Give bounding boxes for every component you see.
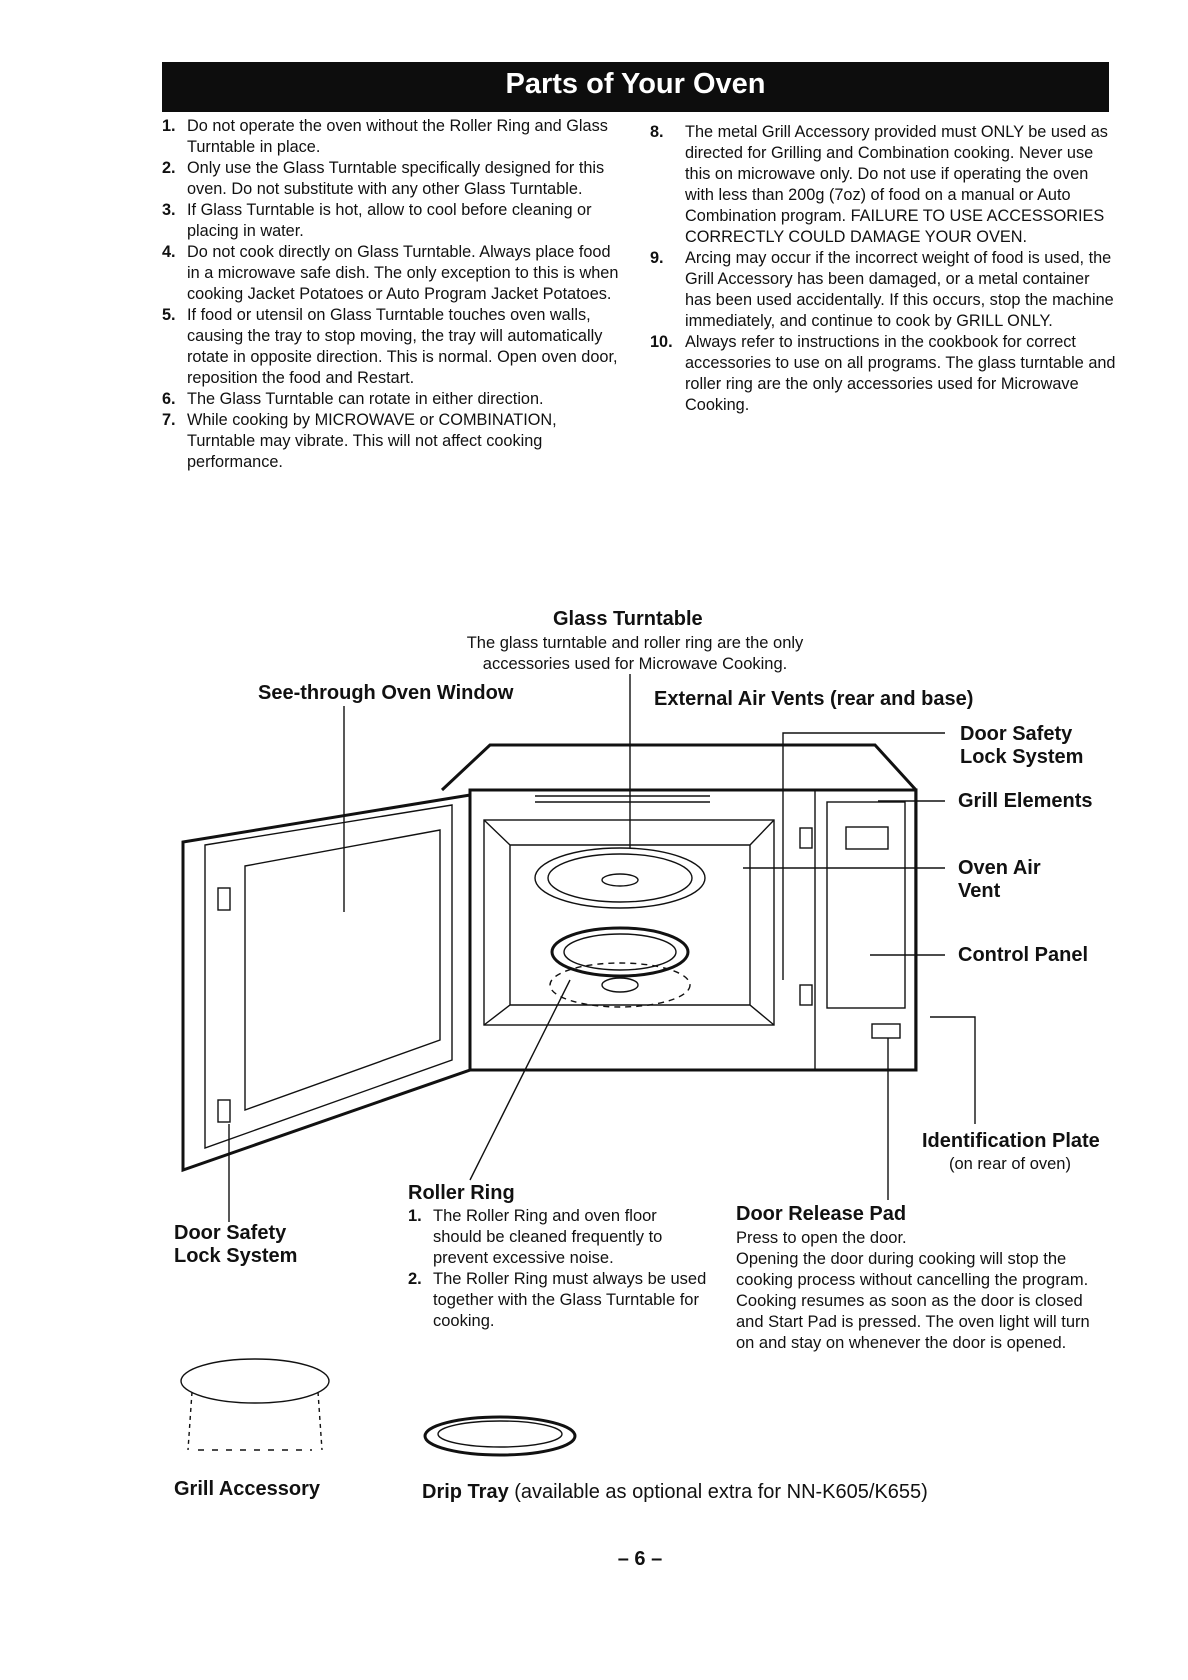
item-number: 2. bbox=[408, 1270, 422, 1288]
item-text: The Glass Turntable can rotate in either… bbox=[187, 390, 544, 408]
notes-left-list: 1. Do not operate the oven without the Ro… bbox=[162, 116, 624, 473]
glass-turntable-desc-2: accessories used for Microwave Cooking. bbox=[482, 655, 788, 673]
door-inner-frame bbox=[204, 804, 453, 1149]
item-text: Always refer to instructions in the cook… bbox=[685, 333, 1116, 414]
leader-door-safety-right bbox=[782, 732, 945, 980]
drip-tray-caption: Drip Tray (available as optional extra f… bbox=[422, 1481, 928, 1504]
item-text: The Roller Ring and oven floor should be… bbox=[433, 1207, 663, 1267]
door-release-pad-label: Door Release Pad bbox=[736, 1203, 907, 1225]
grill-element-stripes bbox=[535, 789, 710, 803]
display-window bbox=[845, 826, 889, 850]
door-safety-left-label-2: Lock System bbox=[174, 1245, 298, 1267]
item-text: Do not operate the oven without the Roll… bbox=[187, 117, 608, 156]
door-release-pad-line1: Press to open the door. bbox=[736, 1229, 907, 1247]
list-item: 1. Do not operate the oven without the Ro… bbox=[162, 116, 624, 158]
drip-tray-note: (available as optional extra for NN-K605… bbox=[514, 1481, 928, 1503]
item-number: 8. bbox=[650, 123, 664, 141]
cavity-perspective bbox=[483, 819, 775, 1026]
external-air-vents-label: External Air Vents (rear and base) bbox=[654, 688, 974, 710]
coupler bbox=[601, 977, 639, 993]
roller-ring-list: 1. The Roller Ring and oven floor should … bbox=[408, 1206, 708, 1332]
open-door-outline bbox=[181, 793, 472, 1173]
see-through-window-label: See-through Oven Window bbox=[258, 682, 514, 704]
title-banner: Parts of Your Oven bbox=[162, 62, 1109, 112]
item-text: The Roller Ring must always be used toge… bbox=[433, 1270, 707, 1330]
roller-ring-track bbox=[549, 962, 691, 1008]
drip-tray-inner bbox=[437, 1420, 563, 1448]
list-item: 3. If Glass Turntable is hot, allow to co… bbox=[162, 200, 624, 242]
list-item: 6. The Glass Turntable can rotate in eith… bbox=[162, 389, 624, 410]
list-item: 1. The Roller Ring and oven floor should … bbox=[408, 1206, 708, 1269]
list-item: 7. While cooking by MICROWAVE or COMBINAT… bbox=[162, 410, 624, 473]
item-text: The metal Grill Accessory provided must … bbox=[685, 123, 1108, 246]
item-number: 7. bbox=[162, 411, 176, 429]
grill-accessory-shape bbox=[180, 1358, 330, 1404]
control-panel-frame bbox=[814, 789, 916, 1071]
list-item: 2. The Roller Ring must always be used to… bbox=[408, 1269, 708, 1332]
latch-hole-bottom bbox=[799, 984, 813, 1006]
drip-tray-label: Drip Tray bbox=[422, 1481, 509, 1503]
roller-ring-inner bbox=[563, 933, 677, 971]
door-safety-right-label-2: Lock System bbox=[960, 746, 1084, 768]
roller-ring-shape bbox=[550, 926, 690, 978]
glass-turntable-rim bbox=[547, 853, 693, 903]
list-item: 10. Always refer to instructions in the c… bbox=[650, 332, 1116, 416]
page-title: Parts of Your Oven bbox=[505, 68, 766, 100]
leader-id-plate bbox=[930, 1016, 976, 1124]
list-item: 9. Arcing may occur if the incorrect weig… bbox=[650, 248, 1116, 332]
list-item: 2. Only use the Glass Turntable specifica… bbox=[162, 158, 624, 200]
item-number: 3. bbox=[162, 201, 176, 219]
door-safety-right-label-1: Door Safety bbox=[960, 723, 1073, 745]
door-release-pad-shape bbox=[871, 1023, 901, 1039]
oven-cavity bbox=[483, 819, 775, 1026]
oven-air-vent-label-1: Oven Air bbox=[958, 857, 1041, 879]
grill-accessory-label: Grill Accessory bbox=[174, 1478, 321, 1500]
item-number: 10. bbox=[650, 333, 673, 351]
grill-elements-label: Grill Elements bbox=[958, 790, 1093, 812]
control-panel-label: Control Panel bbox=[958, 944, 1089, 966]
item-number: 9. bbox=[650, 249, 664, 267]
door-hook-bottom bbox=[217, 1099, 231, 1123]
notes-right-list: 8. The metal Grill Accessory provided mus… bbox=[650, 122, 1116, 416]
roller-ring-label: Roller Ring bbox=[408, 1182, 515, 1204]
item-number: 2. bbox=[162, 159, 176, 177]
identification-plate-label: Identification Plate bbox=[922, 1130, 1100, 1152]
item-text: Arcing may occur if the incorrect weight… bbox=[685, 249, 1114, 330]
leader-roller-ring bbox=[469, 979, 571, 1181]
item-text: If food or utensil on Glass Turntable to… bbox=[187, 306, 618, 387]
identification-plate-sub: (on rear of oven) bbox=[949, 1155, 1071, 1173]
list-item: 8. The metal Grill Accessory provided mus… bbox=[650, 122, 1116, 248]
item-number: 1. bbox=[408, 1207, 422, 1225]
oven-top-outline bbox=[440, 743, 918, 792]
item-text: If Glass Turntable is hot, allow to cool… bbox=[187, 201, 592, 240]
item-text: Only use the Glass Turntable specificall… bbox=[187, 159, 605, 198]
latch-hole-top bbox=[799, 827, 813, 849]
item-number: 1. bbox=[162, 117, 176, 135]
turntable-hub bbox=[601, 873, 639, 887]
door-safety-left-label-1: Door Safety bbox=[174, 1222, 287, 1244]
item-number: 4. bbox=[162, 243, 176, 261]
grill-accessory-legs bbox=[187, 1391, 323, 1451]
door-hook-top bbox=[217, 887, 231, 911]
list-item: 4. Do not cook directly on Glass Turntabl… bbox=[162, 242, 624, 305]
page-number: – 6 – bbox=[617, 1548, 663, 1570]
oven-body-outline bbox=[468, 788, 918, 1072]
item-number: 5. bbox=[162, 306, 176, 324]
glass-turntable-desc-1: The glass turntable and roller ring are … bbox=[466, 634, 804, 652]
item-text: While cooking by MICROWAVE or COMBINATIO… bbox=[187, 411, 557, 471]
list-item: 5. If food or utensil on Glass Turntable … bbox=[162, 305, 624, 389]
door-window bbox=[244, 829, 441, 1111]
item-number: 6. bbox=[162, 390, 176, 408]
glass-turntable-label: Glass Turntable bbox=[553, 608, 703, 630]
door-release-pad-body: Opening the door during cooking will sto… bbox=[736, 1250, 1090, 1352]
drip-tray-shape bbox=[423, 1415, 577, 1457]
oven-air-vent-label-2: Vent bbox=[958, 880, 1001, 902]
item-text: Do not cook directly on Glass Turntable.… bbox=[187, 243, 619, 303]
glass-turntable-shape bbox=[534, 847, 706, 909]
control-panel-face bbox=[826, 801, 906, 1009]
